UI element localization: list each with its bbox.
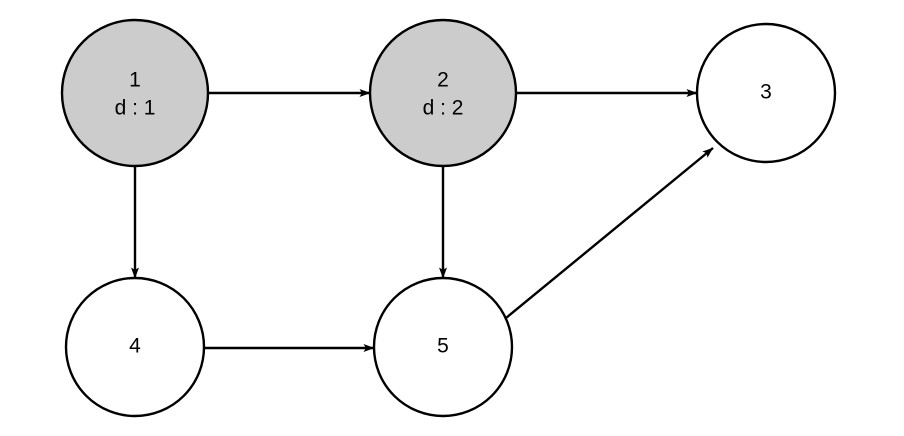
node-circle-5[interactable] (372, 276, 514, 418)
node-circle-1[interactable] (60, 18, 210, 168)
node-4[interactable]: 4 (64, 276, 206, 418)
node-1[interactable]: 1d : 1 (60, 18, 210, 168)
node-2[interactable]: 2d : 2 (368, 18, 518, 168)
node-circle-2[interactable] (368, 18, 518, 168)
node-circle-4[interactable] (64, 276, 206, 418)
node-3[interactable]: 3 (695, 22, 837, 164)
edge-line (505, 147, 714, 319)
node-5[interactable]: 5 (372, 276, 514, 418)
node-circle-3[interactable] (695, 22, 837, 164)
edge-5-to-3 (505, 147, 714, 319)
nodes-layer: 1d : 1 2d : 2 3 4 5 (60, 18, 837, 418)
edges-layer (131, 89, 714, 352)
